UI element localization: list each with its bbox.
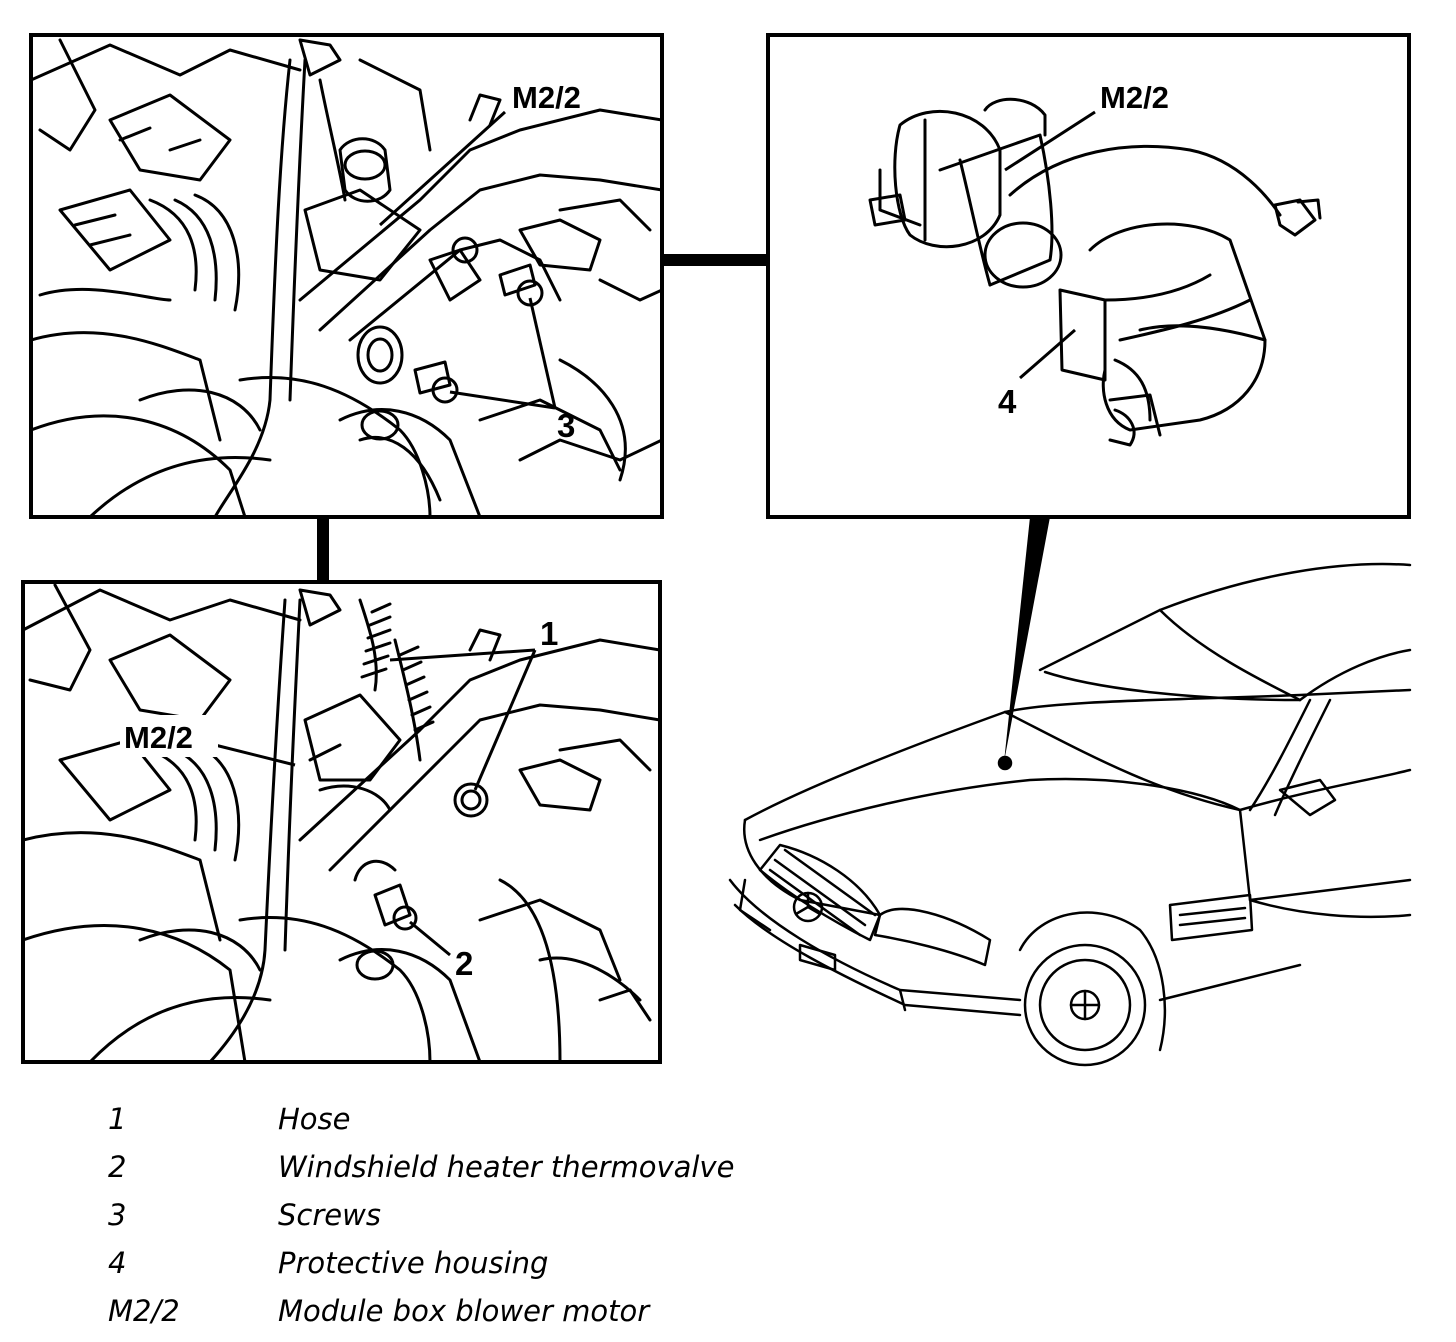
legend-description: Hose	[278, 1102, 351, 1136]
legend-key: 2	[108, 1150, 127, 1184]
legend-description: Protective housing	[278, 1246, 549, 1280]
legend-item: 4 Protective housing	[108, 1246, 908, 1294]
legend-key: 4	[108, 1246, 127, 1280]
legend-key: M2/2	[108, 1294, 180, 1328]
callout-m2-2-top-left: M2/2	[512, 80, 581, 115]
leader-wedge-car	[1004, 517, 1050, 762]
callout-4: 4	[998, 383, 1017, 420]
legend-item: M2/2 Module box blower motor	[108, 1294, 908, 1342]
car-illustration	[728, 562, 1412, 1067]
connector-bar-horizontal	[662, 254, 768, 266]
panel-top-left: M2/2 3	[29, 33, 664, 519]
legend-key: 1	[108, 1102, 127, 1136]
legend-description: Module box blower motor	[278, 1294, 650, 1328]
protective-housing	[1088, 222, 1267, 432]
legend-item: 3 Screws	[108, 1198, 908, 1246]
callout-1: 1	[540, 615, 558, 652]
callout-2: 2	[455, 945, 473, 982]
car-front-wheel	[1023, 943, 1147, 1067]
panel-bottom-left-frame	[21, 580, 662, 1064]
blower-motor-flange	[893, 109, 1002, 249]
callout-m2-2-top-right: M2/2	[1100, 80, 1169, 115]
panel-top-right: M2/2 4	[766, 33, 1411, 519]
legend-item: 1 Hose	[108, 1102, 908, 1150]
legend-description: Windshield heater thermovalve	[278, 1150, 735, 1184]
callout-3: 3	[557, 407, 575, 444]
legend-item: 2 Windshield heater thermovalve	[108, 1150, 908, 1198]
panel-bottom-left: 1 M2/2 2	[21, 580, 662, 1064]
legend: 1 Hose 2 Windshield heater thermovalve 3…	[108, 1102, 908, 1342]
panel-top-right-frame	[766, 33, 1411, 519]
legend-description: Screws	[278, 1198, 381, 1232]
callout-m2-2-bottom-left: M2/2	[124, 720, 193, 755]
connector-bar-vertical	[317, 517, 329, 582]
legend-key: 3	[108, 1198, 127, 1232]
panel-top-left-frame	[29, 33, 664, 519]
